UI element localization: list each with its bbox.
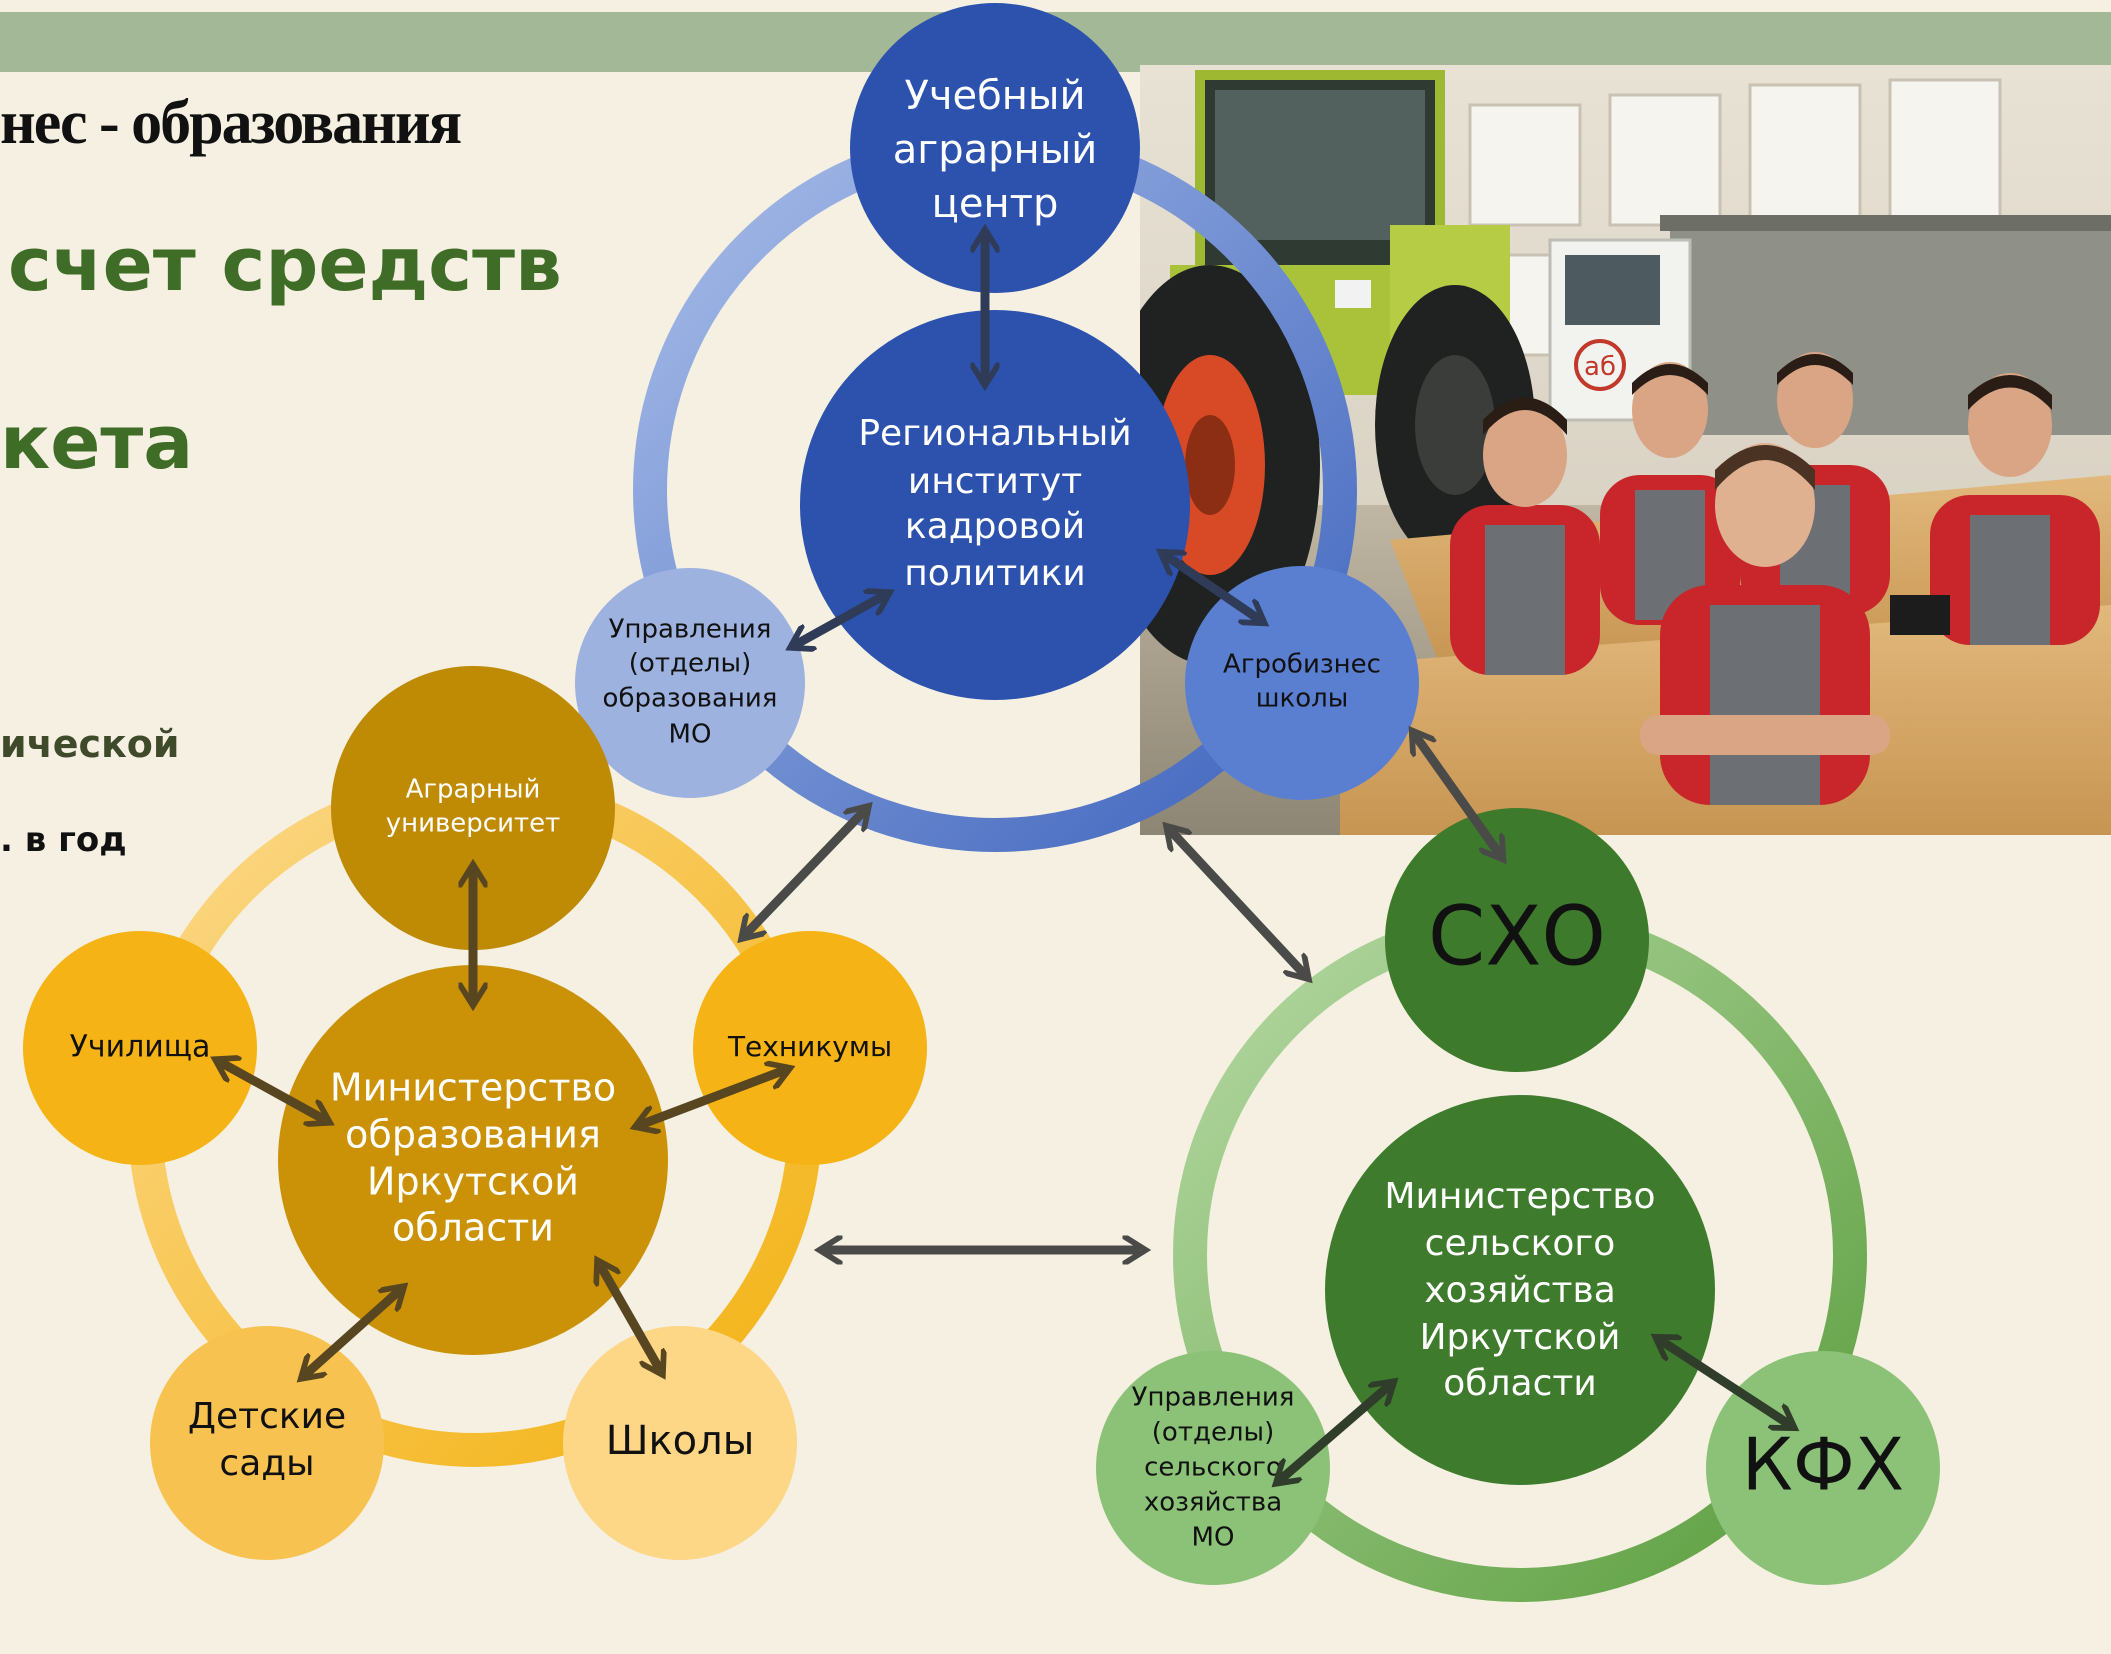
- node-vocational-schools: Училища: [23, 931, 257, 1165]
- node-label-line: Иркутской: [1420, 1317, 1621, 1358]
- node-label-line: области: [1443, 1363, 1596, 1404]
- node-label-line: Училища: [70, 1030, 211, 1065]
- node-label-line: Иркутской: [367, 1160, 579, 1204]
- node-ministry-of-education: Министерство образования Иркутской облас…: [278, 965, 668, 1355]
- node-label-line: образования: [603, 684, 778, 714]
- arrow-ministry-to-vocational: [220, 1062, 325, 1120]
- node-label-line: центр: [932, 181, 1059, 227]
- node-label-line: Министерство: [330, 1066, 616, 1110]
- arrow-ministry-to-kindergartens: [305, 1290, 400, 1375]
- node-label-line: Школы: [606, 1418, 755, 1464]
- node-label-line: сады: [219, 1443, 314, 1484]
- arrow-ministry-to-schools: [600, 1265, 660, 1370]
- node-agriculture-departments-mo: Управления (отделы) сельского хозяйства …: [1096, 1351, 1330, 1585]
- slide-title: нес - образования: [0, 89, 462, 157]
- node-label-line: (отделы): [1152, 1418, 1274, 1448]
- node-label-line: СХО: [1428, 889, 1606, 984]
- node-label-line: Управления: [609, 615, 772, 645]
- node-label-line: Региональный: [858, 413, 1131, 454]
- camera-icon: [1890, 595, 1950, 635]
- node-agrarian-university: Аграрный университет: [331, 666, 615, 950]
- node-label-line: образования: [345, 1113, 601, 1157]
- truck-logo: аб: [1584, 352, 1616, 382]
- node-label-line: институт: [908, 461, 1082, 502]
- node-kindergartens: Детские сады: [150, 1326, 384, 1560]
- arrow-agrobusiness-to-sho: [1415, 735, 1500, 855]
- node-educational-agro-center: Учебный аграрный центр: [850, 3, 1140, 293]
- node-label-line: МО: [669, 720, 712, 750]
- side-text-1: ической: [0, 722, 180, 766]
- subtitle-line-2: кета: [0, 400, 194, 486]
- node-label-line: Детские: [188, 1396, 346, 1437]
- arrow-ministry-to-farms: [1660, 1340, 1790, 1425]
- node-label-line: Техникумы: [727, 1030, 892, 1063]
- arrow-education-to-blue-cluster: [745, 810, 865, 935]
- node-label-line: аграрный: [893, 127, 1098, 173]
- node-label-line: Агробизнес: [1223, 650, 1381, 680]
- node-agrobusiness-schools: Агробизнес школы: [1185, 566, 1419, 800]
- arrow-ministry-to-technical: [640, 1070, 785, 1125]
- node-label-line: Учебный: [904, 73, 1085, 119]
- node-label-line: университет: [386, 809, 561, 839]
- node-label-line: политики: [904, 553, 1085, 594]
- tractor-classroom-photo: аб: [1140, 65, 2111, 835]
- node-ministry-of-agriculture: Министерство сельского хозяйства Иркутск…: [1325, 1095, 1715, 1485]
- arrow-center-to-agrobusiness: [1165, 555, 1260, 620]
- arrow-center-to-education-mo: [795, 595, 885, 645]
- node-technical-colleges: Техникумы: [693, 931, 927, 1165]
- node-label-line: Министерство: [1384, 1176, 1655, 1217]
- node-label-line: КФХ: [1742, 1423, 1904, 1507]
- node-label-line: Аграрный: [406, 775, 541, 805]
- node-label-line: Управления: [1132, 1383, 1295, 1413]
- node-label-line: области: [392, 1206, 554, 1250]
- node-schools: Школы: [563, 1326, 797, 1560]
- node-label-line: школы: [1256, 684, 1349, 714]
- node-label-line: кадровой: [905, 506, 1085, 547]
- node-education-departments-mo: Управления (отделы) образования МО: [575, 568, 805, 798]
- arrow-ministry-to-agri-mo: [1280, 1385, 1390, 1480]
- node-agricultural-organizations: СХО: [1385, 808, 1649, 1072]
- node-label-line: (отделы): [629, 649, 751, 679]
- node-label-line: сельского: [1425, 1223, 1616, 1264]
- node-label-line: МО: [1192, 1523, 1235, 1553]
- node-label-line: хозяйства: [1424, 1270, 1616, 1311]
- node-label-line: хозяйства: [1144, 1488, 1282, 1518]
- arrow-blue-cluster-to-agriculture: [1170, 830, 1305, 975]
- node-regional-institute: Региональный институт кадровой политики: [800, 310, 1190, 700]
- node-label-line: сельского: [1144, 1453, 1282, 1483]
- subtitle-line-1: счет средств: [8, 222, 562, 308]
- side-text-2: . в год: [0, 820, 127, 860]
- photo-illustration: аб: [1140, 65, 2111, 835]
- node-farm-households: КФХ: [1706, 1351, 1940, 1585]
